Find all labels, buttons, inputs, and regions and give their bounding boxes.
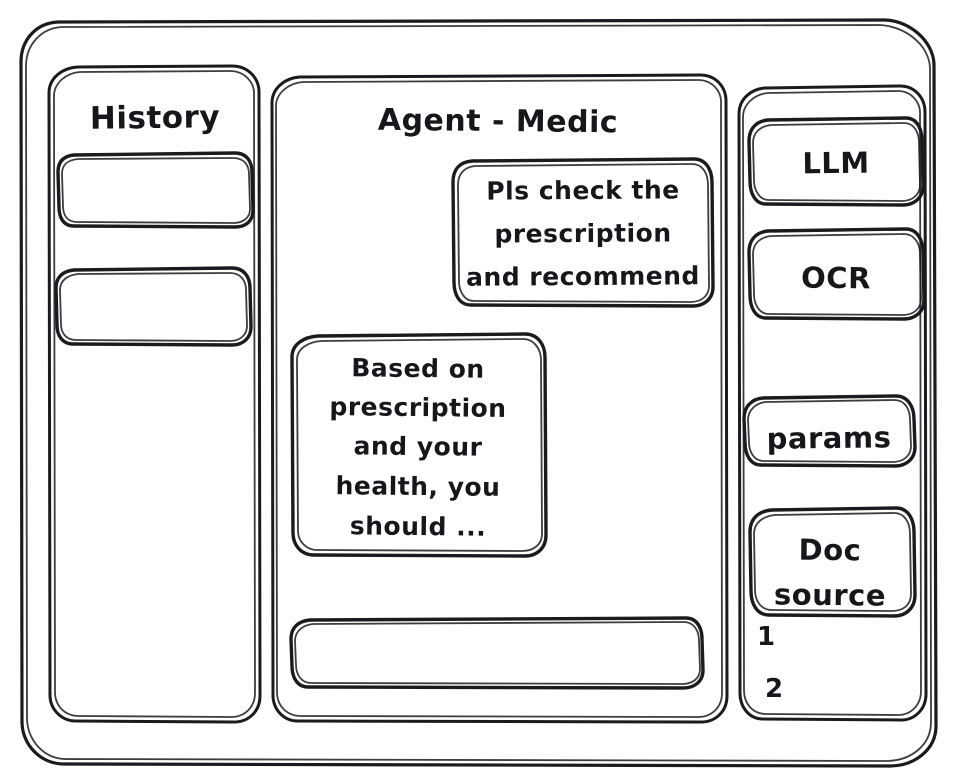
composer-input[interactable] xyxy=(289,616,705,690)
history-title: History xyxy=(90,99,221,137)
message-bubble-user: Pls check the prescription and recommend xyxy=(451,157,715,308)
window-frame xyxy=(19,18,938,768)
message-bubble-user-line-2: prescription xyxy=(494,218,671,248)
tool-button-llm-label: LLM xyxy=(802,146,870,181)
message-bubble-agent-line-5: should ... xyxy=(350,511,487,541)
doc-source-entry-2[interactable]: 2 xyxy=(765,674,784,704)
tool-button-llm[interactable]: LLM xyxy=(747,116,925,207)
history-item-1[interactable] xyxy=(56,151,255,229)
tool-button-ocr[interactable]: OCR xyxy=(747,227,926,321)
history-panel xyxy=(47,64,262,724)
tools-panel xyxy=(737,84,928,722)
message-bubble-user-line-1: Pls check the xyxy=(486,175,680,205)
doc-source-line-2: source xyxy=(774,577,886,612)
agent-panel xyxy=(270,73,729,724)
doc-source-line-1: Doc xyxy=(798,533,861,568)
tool-button-params-label: params xyxy=(766,420,891,456)
agent-title: Agent - Medic xyxy=(378,103,619,141)
history-item-2[interactable] xyxy=(54,266,253,347)
message-bubble-agent-line-2: prescription xyxy=(329,392,506,423)
message-bubble-user-line-3: and recommend xyxy=(466,261,700,291)
doc-source-entry-1[interactable]: 1 xyxy=(757,622,776,652)
tool-button-ocr-label: OCR xyxy=(801,261,871,296)
message-bubble-agent-line-3: and your xyxy=(353,431,482,461)
tool-button-params[interactable]: params xyxy=(742,394,917,468)
doc-source-card[interactable]: Doc source xyxy=(748,506,917,618)
message-bubble-agent: Based on prescription and your health, y… xyxy=(290,332,548,558)
message-bubble-agent-line-1: Based on xyxy=(351,353,485,383)
message-bubble-agent-line-4: health, you xyxy=(335,471,500,502)
